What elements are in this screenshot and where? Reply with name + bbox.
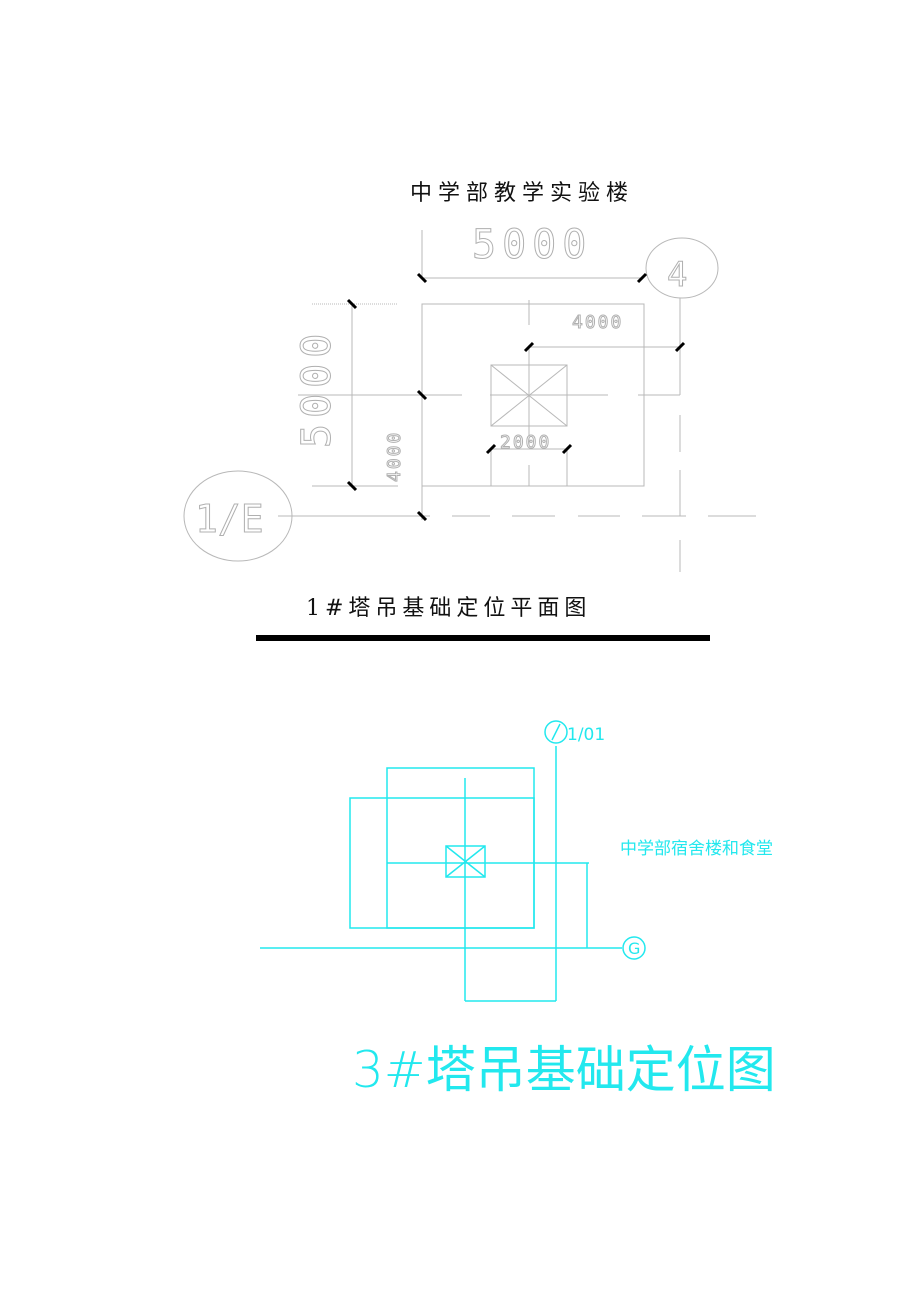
dim-inner-vertical-4000: 4000 <box>384 431 405 482</box>
drawing-1-title: 1#塔吊基础定位平面图 <box>306 596 592 621</box>
axis-bubble-4 <box>645 237 719 299</box>
dimension-ticks <box>346 272 686 522</box>
building-label-teaching-lab: 中学部教学实验楼 <box>410 181 635 206</box>
axis-label-4: 4 <box>667 255 687 295</box>
axis-bubble-1-01 <box>544 720 568 744</box>
dim-base-2000: 2000 <box>500 432 551 453</box>
axis-label-1e: 1/E <box>195 497 264 541</box>
axis-bubble-g <box>622 936 646 960</box>
dim-left-5000: 5000 <box>294 328 340 448</box>
tower-crane-3-drawing-lines <box>260 720 646 1002</box>
title-underline <box>256 635 710 641</box>
drawing-3-title: 3#塔吊基础定位图 <box>352 1041 776 1099</box>
axis-label-1-01: 1/01 <box>567 725 605 745</box>
axis-label-g: G <box>628 939 640 958</box>
dim-top-5000: 5000 <box>472 222 592 268</box>
axis-bubble-1e <box>183 470 293 562</box>
dim-inner-4000: 4000 <box>572 312 623 333</box>
building-label-dormitory-canteen: 中学部宿舍楼和食堂 <box>620 839 773 859</box>
